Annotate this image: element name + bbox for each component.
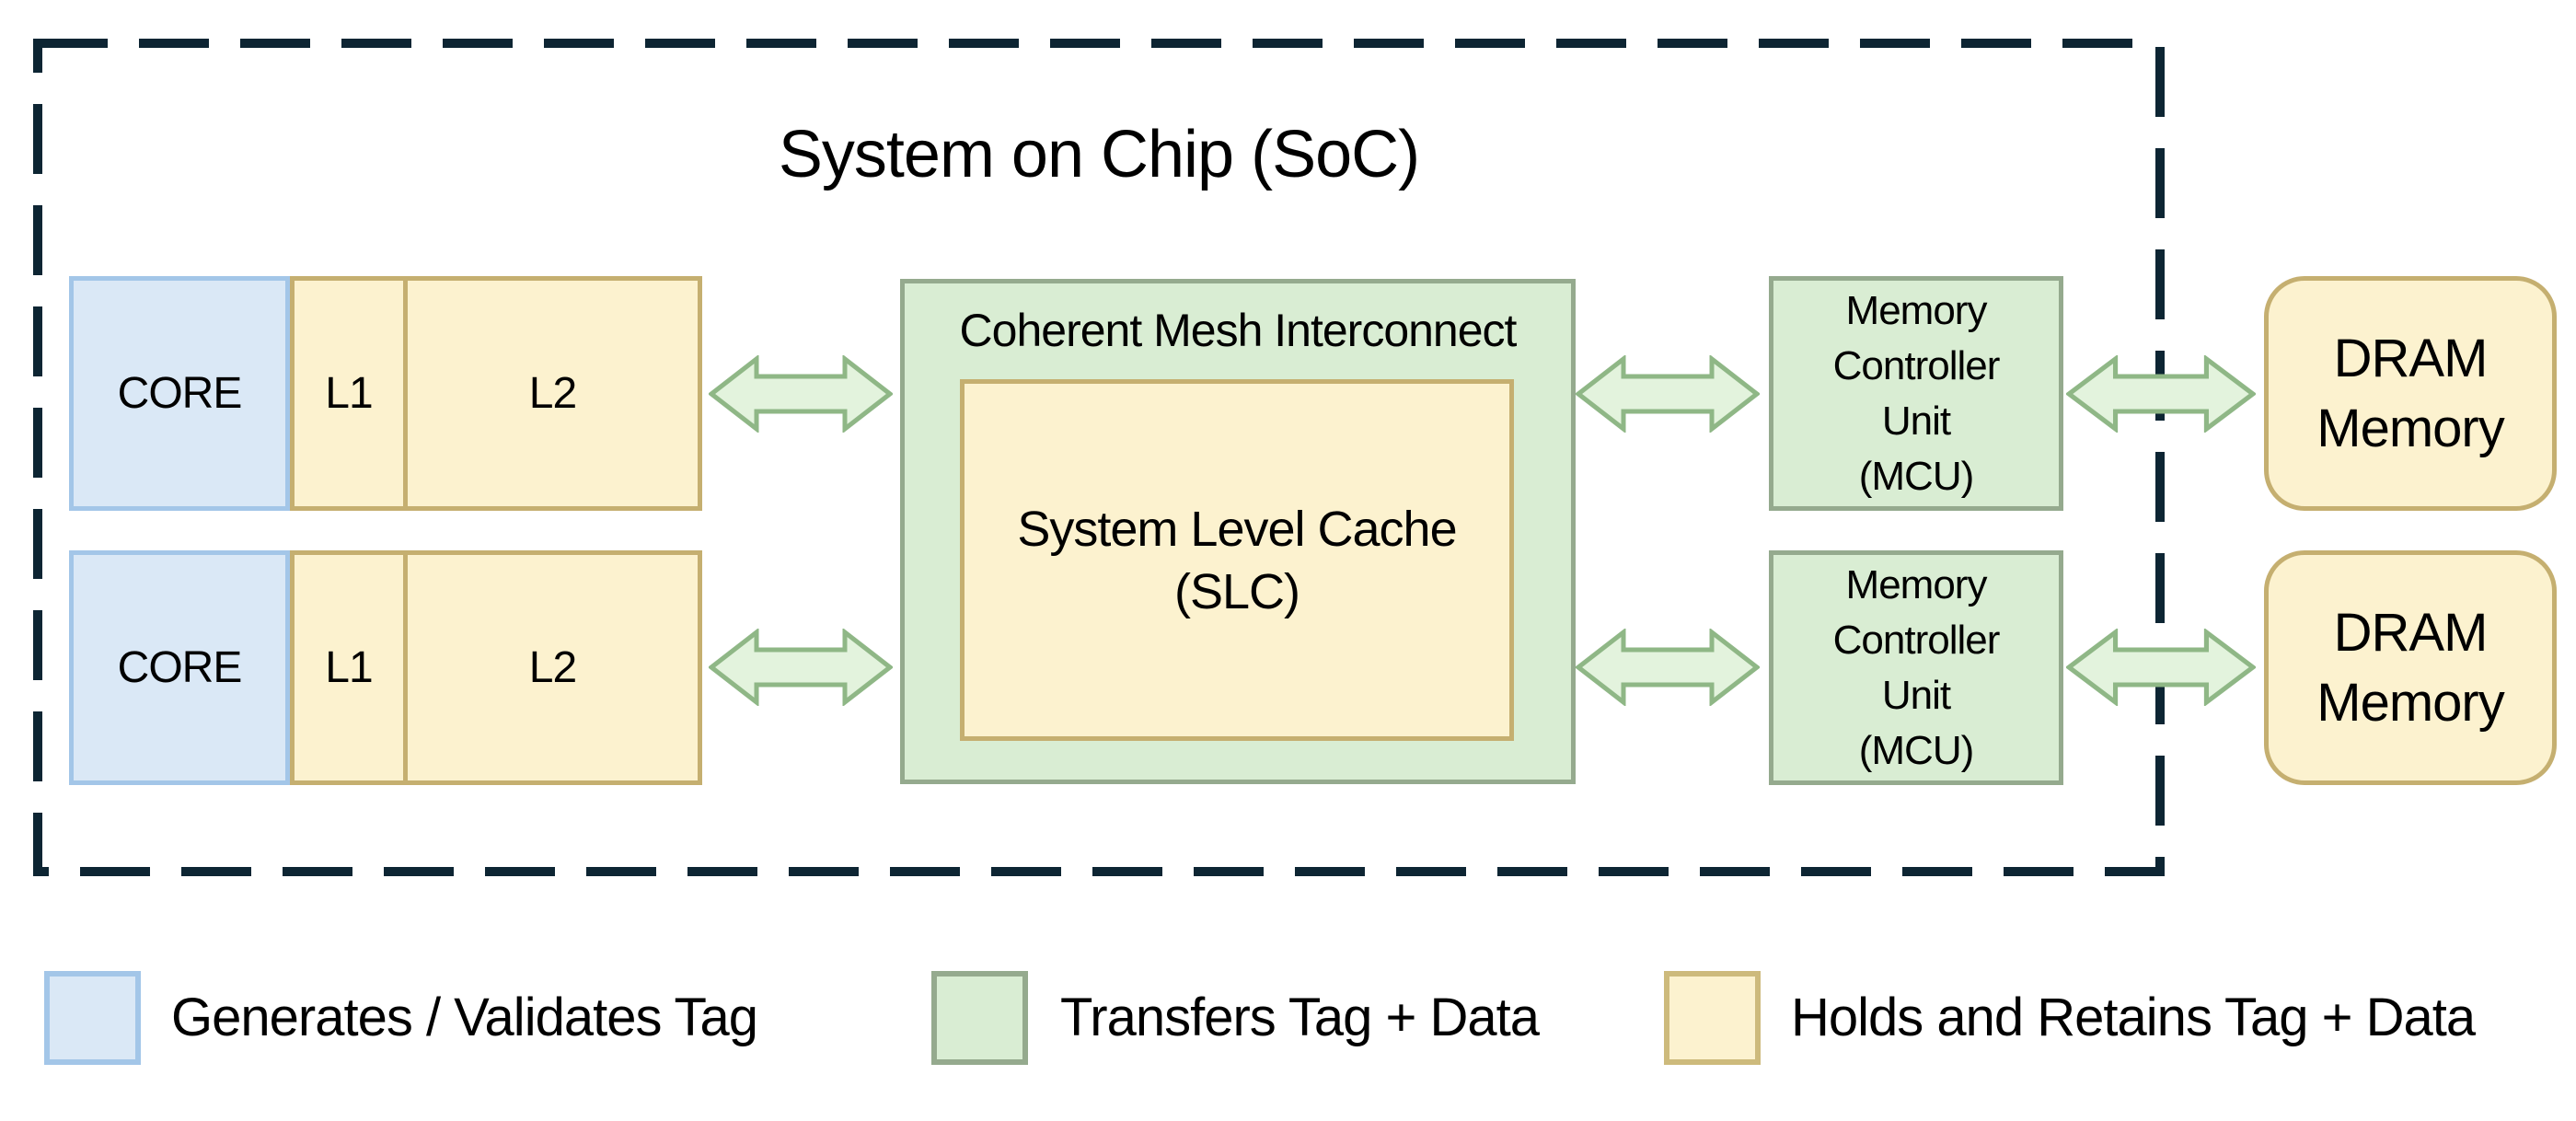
soc-title: System on Chip (SoC)	[778, 118, 1420, 191]
legend-label-transfers-tag-data: Transfers Tag + Data	[1060, 988, 1540, 1047]
l2-label-2: L2	[528, 643, 577, 692]
l2-label-1: L2	[528, 369, 577, 418]
dram1-label-line1: DRAM	[2333, 328, 2489, 388]
bidirectional-arrow-icon	[709, 629, 893, 706]
l1-label-2: L1	[325, 643, 373, 692]
core-label-1: CORE	[117, 369, 243, 418]
slc-label-line2: (SLC)	[1173, 563, 1300, 619]
l2-box-1: L2	[408, 281, 698, 506]
bidirectional-arrow-icon	[2066, 629, 2256, 706]
mcu1-label-line4: (MCU)	[1858, 453, 1975, 499]
bidirectional-arrow-icon	[2066, 355, 2256, 433]
mcu2-label-line3: Unit	[1881, 672, 1951, 718]
l1-box-2: L1	[295, 555, 408, 780]
l1-label-1: L1	[325, 369, 373, 418]
bidirectional-arrow-icon	[1576, 629, 1760, 706]
mcu1-label-line3: Unit	[1881, 398, 1951, 444]
dram2-label-line2: Memory	[2316, 672, 2504, 733]
mcu-box-2: Memory Controller Unit (MCU)	[1769, 550, 2063, 785]
legend-swatch-transfers-tag-data	[931, 971, 1028, 1065]
legend-label-holds-retains-tag-data: Holds and Retains Tag + Data	[1791, 988, 2476, 1047]
l1-l2-group-2: L1 L2	[290, 550, 702, 785]
core-box-2: CORE	[69, 550, 290, 785]
bidirectional-arrow-icon	[709, 355, 893, 433]
dram-box-1: DRAM Memory	[2264, 276, 2557, 511]
dram2-label-line1: DRAM	[2333, 602, 2489, 663]
l1-l2-group-1: L1 L2	[290, 276, 702, 511]
mcu1-label-line2: Controller	[1832, 342, 2001, 388]
legend-label-generates-validates-tag: Generates / Validates Tag	[171, 988, 758, 1047]
system-level-cache-box: System Level Cache (SLC)	[960, 379, 1514, 741]
core-label-2: CORE	[117, 643, 243, 692]
mcu2-label-line4: (MCU)	[1858, 727, 1975, 773]
slc-label-line1: System Level Cache	[1017, 501, 1457, 557]
mcu2-label-line1: Memory	[1845, 561, 1988, 607]
dram-box-2: DRAM Memory	[2264, 550, 2557, 785]
bidirectional-arrow-icon	[1576, 355, 1760, 433]
l1-box-1: L1	[295, 281, 408, 506]
mcu2-label-line2: Controller	[1832, 617, 2001, 663]
mcu-box-1: Memory Controller Unit (MCU)	[1769, 276, 2063, 511]
coherent-mesh-interconnect-box: Coherent Mesh Interconnect System Level …	[900, 279, 1576, 784]
dram1-label-line2: Memory	[2316, 398, 2504, 458]
mcu1-label-line1: Memory	[1845, 287, 1988, 333]
cmi-label: Coherent Mesh Interconnect	[959, 305, 1518, 356]
legend-swatch-generates-validates-tag	[44, 971, 141, 1065]
legend-swatch-holds-retains-tag-data	[1664, 971, 1761, 1065]
core-box-1: CORE	[69, 276, 290, 511]
l2-box-2: L2	[408, 555, 698, 780]
